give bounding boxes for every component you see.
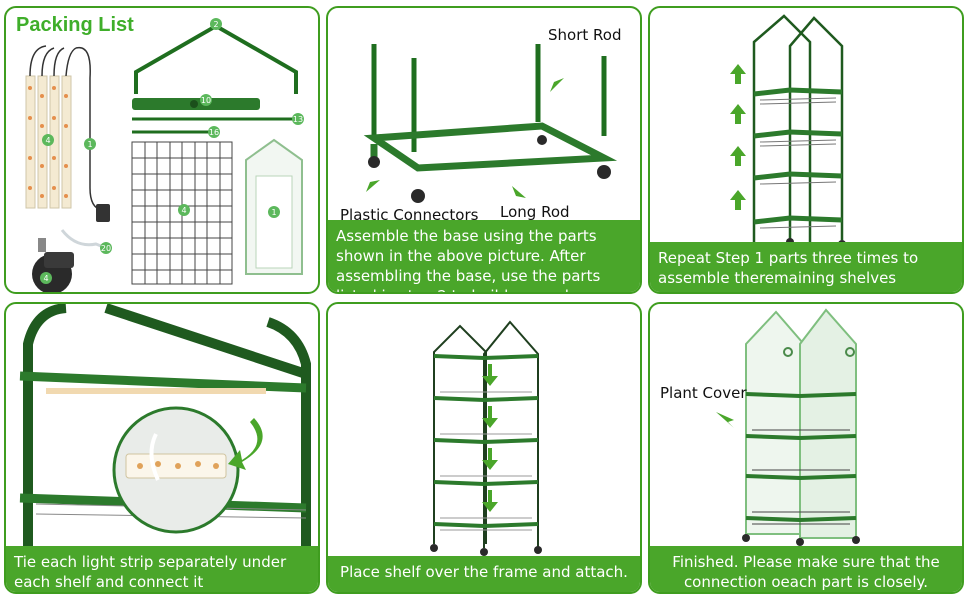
badge: 2 [210,18,222,30]
step-light-panel: Tie each light strip separately under ea… [4,302,320,594]
svg-text:2: 2 [213,20,218,29]
packing-list-illustration [25,23,303,292]
packing-list-panel: Packing List [4,6,320,294]
long-rod-label: Long Rod [500,203,570,221]
svg-text:1: 1 [87,140,92,149]
up-arrow-icon [730,104,746,124]
place-shelf-illustration [430,320,542,556]
badge: 1 [268,206,280,218]
badge: 4 [178,204,190,216]
svg-text:16: 16 [209,128,219,137]
badge: 20 [100,242,112,254]
zip-tie-icon [60,229,107,250]
light-strip-icon [46,388,266,394]
arrow-icon [366,180,380,192]
step-repeat-panel: Repeat Step 1 parts three times to assem… [648,6,964,294]
up-arrow-icon [730,190,746,210]
badge: 16 [208,126,220,138]
step-finished-panel: Plant Cover Finished. Please make sure t… [648,302,964,594]
step-shelf-panel: Place shelf over the frame and attach. [326,302,642,594]
down-arrow-icon [482,406,498,428]
down-arrow-icon [482,364,498,386]
svg-text:13: 13 [293,115,303,124]
svg-text:10: 10 [201,96,211,105]
badge: 1 [84,138,96,150]
down-arrow-icon [482,448,498,470]
up-arrow-icon [730,64,746,84]
arrow-icon [716,412,734,428]
plastic-connectors-label: Plastic Connectors [340,206,479,224]
svg-text:20: 20 [101,244,111,253]
step-shelf-caption: Place shelf over the frame and attach. [328,556,640,592]
base-assembly-illustration [363,44,618,203]
svg-text:1: 1 [271,208,276,217]
step-light-caption: Tie each light strip separately under ea… [6,546,318,592]
short-rod-label: Short Rod [548,26,622,44]
up-arrow-icon [730,146,746,166]
finished-greenhouse-illustration [716,308,860,546]
step-repeat-caption: Repeat Step 1 parts three times to assem… [650,242,962,292]
down-arrow-icon [482,490,498,512]
svg-text:4: 4 [43,274,48,283]
svg-text:4: 4 [181,206,186,215]
step-base-caption: Assemble the base using the parts shown … [328,220,640,292]
plant-cover-label: Plant Cover [660,384,747,402]
plant-cover-icon [745,308,857,539]
light-strip-illustration [19,304,311,564]
zip-tie-icon [149,433,160,481]
badge: 10 [200,94,212,106]
wire-shelf-icon [131,141,233,285]
part-number-badges: 2 10 13 16 4 1 4 1 4 20 [40,18,304,284]
caster-wheel-icon [32,238,74,292]
packing-list-title: Packing List [16,14,134,36]
curved-arrow-icon [228,418,263,470]
svg-text:4: 4 [45,136,50,145]
badge: 13 [292,113,304,125]
step-base-panel: Short Rod Plastic Connectors Long Rod As… [326,6,642,294]
step-finished-caption: Finished. Please make sure that the conn… [650,546,962,592]
badge: 4 [42,134,54,146]
arrow-icon [512,186,526,198]
arrow-icon [550,78,564,92]
controller-icon [96,204,110,222]
badge: 4 [40,272,52,284]
